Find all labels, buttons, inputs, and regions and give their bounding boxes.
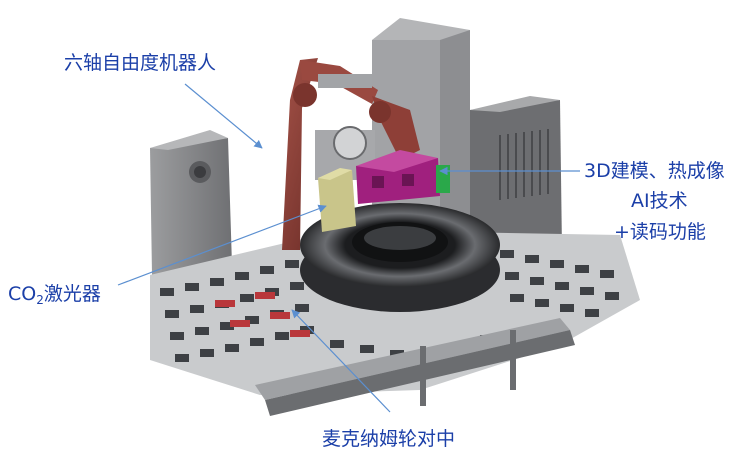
leader-line-laser bbox=[117, 204, 327, 286]
label-robot: 六轴自由度机器人 bbox=[64, 52, 217, 74]
label-centering: 麦克纳姆轮对中 bbox=[322, 428, 456, 450]
label-laser-sub: 2 bbox=[36, 293, 44, 307]
left-cabinet bbox=[150, 130, 232, 275]
leader-line-robot bbox=[184, 83, 263, 149]
label-vision-line3: +读码功能 bbox=[614, 221, 706, 243]
robot-arm bbox=[262, 58, 420, 250]
co2-laser-block bbox=[318, 168, 356, 232]
vision-camera-block bbox=[356, 150, 450, 204]
label-laser-prefix: CO bbox=[8, 283, 37, 305]
label-laser-suffix: 激光器 bbox=[43, 283, 101, 305]
label-vision-line1: 3D建模、热成像 bbox=[584, 160, 725, 182]
label-vision-line2: AI技术 bbox=[631, 190, 688, 212]
right-machine bbox=[470, 96, 562, 258]
front-rail bbox=[255, 318, 575, 416]
leader-line-centering bbox=[291, 309, 391, 413]
label-laser: CO2激光器 bbox=[8, 283, 101, 311]
